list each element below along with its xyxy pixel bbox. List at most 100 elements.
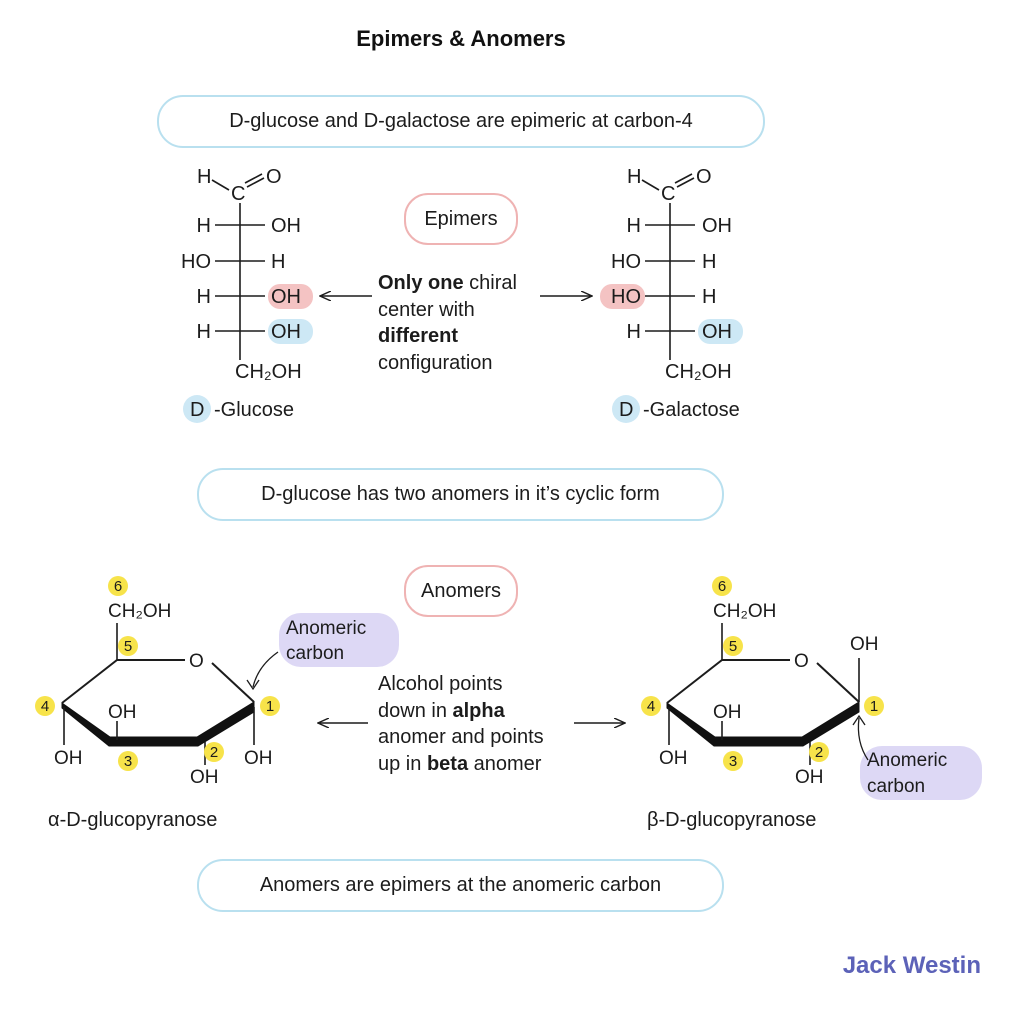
glucose-c4-oh-highlight [268,319,313,344]
alpha-number-badge-4 [35,696,55,716]
alpha-anomeric-label-2: carbon [286,643,344,664]
glucose-row2-right: H [271,251,285,273]
galactose-row3-left: HO [611,286,641,308]
brand-logo-text: Jack Westin [842,952,981,979]
galactose-aldehyde-c: C [661,183,675,205]
beta-anomeric-bubble [860,746,982,800]
epimer-explanation-bold-3: different [378,325,458,347]
beta-number-4: 4 [647,698,655,715]
alpha-anomeric-label-1: Anomeric [286,618,366,639]
anomer-explanation-line-3: anomer and points [378,726,544,748]
galactose-row4-left: H [627,321,641,343]
galactose-aldehyde-bond [641,179,660,191]
beta-ring-o: O [794,651,809,672]
alpha-number-4: 4 [41,698,49,715]
glucose-d-letter: D [190,399,204,421]
beta-number-2: 2 [815,744,823,761]
alpha-carbon-numbers: 6 5 4 3 2 1 [35,576,280,771]
alpha-number-badge-2 [204,742,224,762]
beta-c4-oh: OH [659,748,688,769]
beta-number-badge-4 [641,696,661,716]
glucose-carbonyl-bond-1 [246,177,265,188]
beta-number-badge-3 [723,751,743,771]
galactose-d-letter: D [619,399,633,421]
beta-ring-front-edge [666,701,860,747]
glucose-name: -Glucose [214,399,294,421]
beta-number-3: 3 [729,753,737,770]
alpha-glucopyranose-haworth: O CH₂OH OH OH OH OH 6 5 4 3 2 1 Anomeric… [35,576,399,831]
glucose-row1-right: OH [271,215,301,237]
beta-anomeric-label-2: carbon [867,776,925,797]
alpha-c2-oh: OH [190,767,219,788]
alpha-number-badge-3 [118,751,138,771]
beta-ring-o-c1 [816,662,860,703]
epimer-explanation-line-2: center with [378,298,475,321]
glucose-aldehyde-bond [211,179,230,191]
alpha-c4-oh: OH [54,748,83,769]
alpha-ring-o-c1 [211,662,255,703]
alpha-c1-oh: OH [244,748,273,769]
alpha-number-2: 2 [210,744,218,761]
glucose-row4-right: OH [271,321,301,343]
alpha-number-badge-5 [118,636,138,656]
alpha-c3-oh: OH [108,702,137,723]
alpha-anomeric-arrowhead [246,679,260,691]
anomers-label-pill: Anomers [404,565,518,617]
glucose-c3-oh-highlight [268,284,313,309]
anomer-explanation: Alcohol points down in alpha anomer and … [378,671,544,777]
beta-ring-back [666,659,790,704]
final-statement-text: Anomers are epimers at the anomeric carb… [259,874,662,896]
alpha-ring-front-edge [61,701,255,747]
anomer-explanation-bold-alpha: alpha [452,699,505,722]
beta-c2-oh: OH [795,767,824,788]
galactose-ch2oh: CH₂OH [665,361,732,383]
galactose-row2-left: HO [611,251,641,273]
glucose-row3-right: OH [271,286,301,308]
epimer-statement-pill: D-glucose and D-galactose are epimeric a… [157,95,765,148]
beta-number-1: 1 [870,698,878,715]
glucose-row4-left: H [197,321,211,343]
anomer-statement-pill: D-glucose has two anomers in it’s cyclic… [197,468,724,521]
epimers-label-text: Epimers [424,207,498,230]
alpha-number-1: 1 [266,698,274,715]
glucose-fischer-projection: H C O H OH HO H H OH H OH CH₂OH D -Gluco… [181,166,313,423]
galactose-carbonyl-bond-1 [676,177,695,188]
beta-number-6: 6 [718,578,726,595]
galactose-fischer-projection: H C O H OH HO H HO H H OH CH₂OH D -Galac… [600,166,743,423]
alpha-number-6: 6 [114,578,122,595]
glucose-carbonyl-bond-2 [244,173,263,184]
anomer-explanation-line-4-post: anomer [468,752,542,775]
beta-carbon-numbers: 6 5 4 3 2 1 [641,576,884,771]
epimer-explanation: Only one chiral center with different co… [378,270,517,376]
beta-number-badge-2 [809,742,829,762]
glucose-ch2oh: CH₂OH [235,361,302,383]
glucose-aldehyde-c: C [231,183,245,205]
galactose-row1-right: OH [702,215,732,237]
beta-c3-oh: OH [713,702,742,723]
galactose-c3-ho-highlight [600,284,645,309]
epimer-explanation-bold-1: Only one [378,272,464,294]
alpha-number-badge-6 [108,576,128,596]
galactose-carbonyl-bond-2 [674,173,693,184]
anomer-explanation-bold-beta: beta [426,752,469,775]
glucose-row2-left: HO [181,251,211,273]
glucose-aldehyde-o: O [266,166,282,188]
beta-number-badge-5 [723,636,743,656]
alpha-number-badge-1 [260,696,280,716]
anomer-explanation-line-1: Alcohol points [378,673,503,695]
alpha-anomeric-bubble [279,613,399,667]
galactose-row1-left: H [627,215,641,237]
alpha-ch2oh: CH₂OH [108,601,171,622]
anomer-explanation-line-4-pre: up in [378,752,427,775]
glucose-row3-left: H [197,286,211,308]
glucose-d-highlight [183,395,211,423]
beta-number-5: 5 [729,638,737,655]
beta-number-badge-6 [712,576,732,596]
alpha-name: α-D-glucopyranose [48,809,217,831]
epimer-explanation-line-1: chiral [463,272,517,294]
alpha-anomeric-arrow [252,651,279,688]
beta-glucopyranose-haworth: O CH₂OH OH OH OH OH 6 5 4 3 2 1 Anomeric… [641,576,982,831]
beta-name: β-D-glucopyranose [647,809,816,831]
beta-c1-oh: OH [850,634,879,655]
